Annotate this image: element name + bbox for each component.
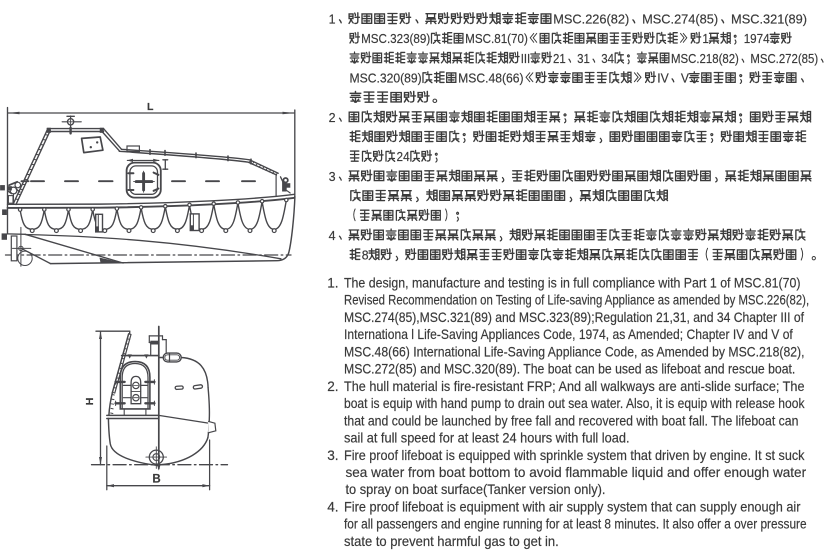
svg-text:MSC.274(85),MSC.321(89) and MS: MSC.274(85),MSC.321(89) and MSC.323(89);… <box>344 310 804 325</box>
svg-text:31: 31 <box>577 51 590 66</box>
svg-text:V: V <box>681 71 690 85</box>
svg-text:34: 34 <box>601 51 614 66</box>
svg-text:MSC.320(89): MSC.320(89) <box>350 71 422 85</box>
svg-text:IV: IV <box>657 71 669 85</box>
svg-text:MSC.48(66): MSC.48(66) <box>458 71 523 85</box>
svg-text:Revised Recommendation on Test: Revised Recommendation on Testing of Lif… <box>344 293 809 308</box>
svg-text:Fire proof lifeboat is equipme: Fire proof lifeboat is equipment with ai… <box>344 499 801 514</box>
svg-text:MSC.272(85) and MSC.320(89).: MSC.272(85) and MSC.320(89). The boat ca… <box>344 362 795 377</box>
svg-text:MSC.48(66) International Life-: MSC.48(66) International Life-Saving App… <box>344 344 805 359</box>
svg-text:Fire proof lifeboat is equippe: Fire proof lifeboat is equipped with spr… <box>344 448 805 463</box>
svg-text:2.: 2. <box>327 379 338 394</box>
svg-text:24: 24 <box>397 150 410 164</box>
svg-text:that and could be launched by: that and could be launched by free fall … <box>344 413 798 428</box>
svg-text:21: 21 <box>553 51 566 66</box>
svg-text:3: 3 <box>329 170 336 184</box>
svg-text:B: B <box>152 473 160 485</box>
svg-text:boat is equip with hand pump t: boat is equip with hand pump to drain ou… <box>344 396 805 411</box>
svg-text:MSC.321(89): MSC.321(89) <box>731 13 807 27</box>
svg-text:8: 8 <box>362 248 369 262</box>
svg-text:MSC.274(85): MSC.274(85) <box>642 13 718 27</box>
svg-text:1: 1 <box>702 32 709 46</box>
svg-text:The design, manufacture and te: The design, manufacture and testing is i… <box>344 275 801 290</box>
svg-text:state to prevent harmful gas t: state to prevent harmful gas to get in. <box>344 534 559 549</box>
svg-text:3.: 3. <box>327 448 338 463</box>
svg-text:MSC.272(85): MSC.272(85) <box>750 51 818 66</box>
svg-text:sea water from boat bottom to: sea water from boat bottom to avoid flam… <box>346 465 807 480</box>
svg-text:H: H <box>84 398 96 406</box>
svg-text:sail at full speed for at leas: sail at full speed for at least 24 hours… <box>344 431 630 446</box>
svg-text:L: L <box>147 101 154 113</box>
svg-text:III: III <box>521 51 531 66</box>
svg-text:4: 4 <box>329 229 336 243</box>
svg-text:The hull material is fire-resi: The hull material is fire-resistant FRP;… <box>344 379 805 394</box>
svg-text:4.: 4. <box>327 499 338 514</box>
svg-text:2: 2 <box>329 111 336 125</box>
svg-text:to spray on boat surface(Tanke: to spray on boat surface(Tanker version … <box>346 482 606 497</box>
svg-text:MSC.323(89): MSC.323(89) <box>361 32 430 46</box>
svg-text:MSC.81(70): MSC.81(70) <box>465 32 528 46</box>
svg-text:MSC.218(82): MSC.218(82) <box>671 51 739 66</box>
svg-text:1974: 1974 <box>744 32 770 46</box>
svg-text:1: 1 <box>329 13 336 27</box>
svg-text:1.: 1. <box>327 275 338 290</box>
svg-text:MSC.226(82): MSC.226(82) <box>553 13 629 27</box>
svg-text:Internationa l Life-Saving App: Internationa l Life-Saving Appliances Co… <box>344 327 793 342</box>
svg-text:for all passengers and engine: for all passengers and engine running fo… <box>344 517 807 532</box>
